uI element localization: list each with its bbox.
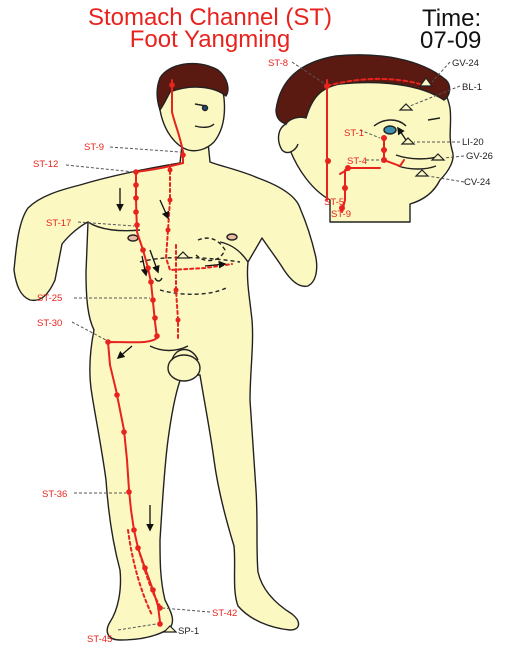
label-st45: ST-45 <box>87 634 112 645</box>
label-st25: ST-25 <box>37 293 62 304</box>
label-st1: ST-1 <box>344 128 364 139</box>
label-st12: ST-12 <box>33 159 58 170</box>
label-bl1: BL-1 <box>462 82 482 93</box>
label-st42: ST-42 <box>212 608 237 619</box>
label-st9-head: ST-9 <box>331 209 351 220</box>
label-st5: ST-5 <box>324 197 344 208</box>
label-cv24: CV-24 <box>464 177 490 188</box>
label-sp1: SP-1 <box>178 626 199 637</box>
label-st8: ST-8 <box>268 58 288 69</box>
label-gv26: GV-26 <box>466 151 493 162</box>
label-st17: ST-17 <box>46 218 71 229</box>
label-st36: ST-36 <box>42 489 67 500</box>
label-li20: LI-20 <box>462 137 484 148</box>
label-st4: ST-4 <box>347 156 367 167</box>
body-figure <box>14 64 317 640</box>
label-st9: ST-9 <box>84 142 104 153</box>
label-st30: ST-30 <box>37 318 62 329</box>
label-gv24: GV-24 <box>452 58 479 69</box>
